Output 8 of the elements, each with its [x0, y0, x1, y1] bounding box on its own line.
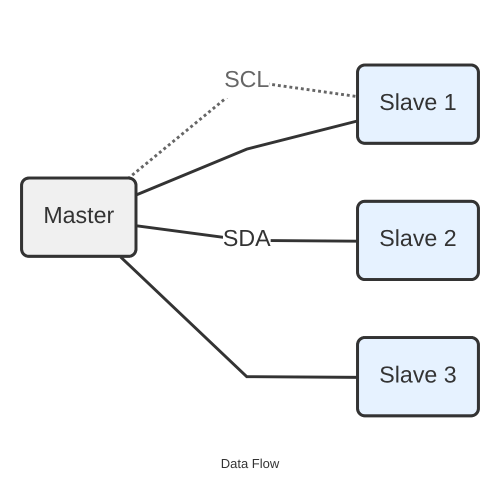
connector-line	[120, 256, 358, 379]
edge-label: SCL	[224, 68, 270, 92]
process-box: Slave 3	[356, 336, 480, 418]
edge-label: SDA	[222, 227, 271, 252]
process-box: Master	[20, 176, 138, 258]
process-box: Slave 2	[356, 200, 480, 281]
process-box: Slave 1	[356, 63, 480, 145]
annotation-text: Data Flow	[220, 456, 280, 470]
